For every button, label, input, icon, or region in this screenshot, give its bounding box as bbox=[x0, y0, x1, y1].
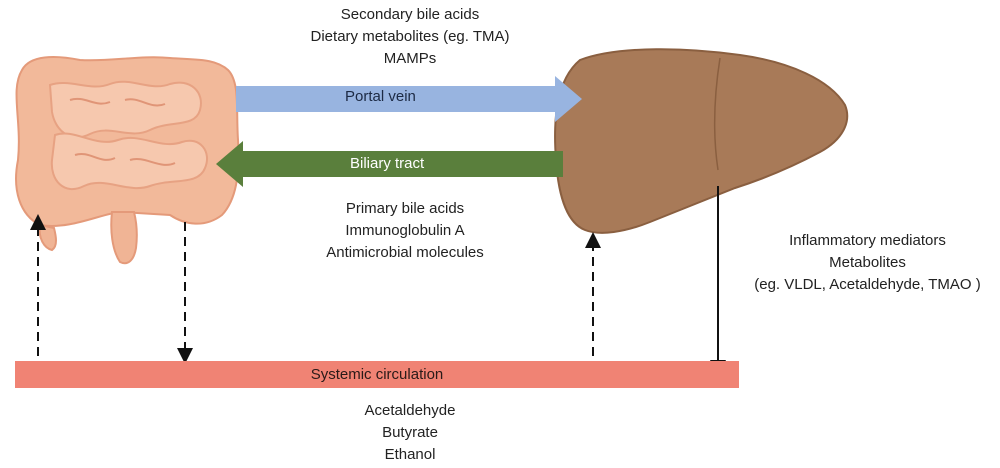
liver-to-gut-labels: Primary bile acids Immunoglobulin A Anti… bbox=[280, 198, 530, 264]
liver-to-gut-item: Primary bile acids bbox=[345, 200, 465, 217]
liver-to-gut-item: Antimicrobial molecules bbox=[326, 244, 484, 261]
liver-to-systemic-item: Inflammatory mediators bbox=[789, 232, 946, 249]
liver-to-systemic-item: Metabolites bbox=[829, 254, 906, 271]
systemic-metabolite-item: Ethanol bbox=[384, 446, 436, 463]
liver-to-gut-item: Immunoglobulin A bbox=[345, 222, 465, 239]
portal-vein-label: Portal vein bbox=[345, 88, 416, 105]
intestine-illustration bbox=[15, 56, 240, 265]
liver-to-systemic-labels: Inflammatory mediators Metabolites (eg. … bbox=[745, 230, 990, 296]
systemic-circulation-bar: Systemic circulation bbox=[15, 361, 739, 388]
gut-to-liver-labels: Secondary bile acids Dietary metabolites… bbox=[300, 4, 520, 70]
systemic-circulation-label: Systemic circulation bbox=[310, 366, 444, 383]
biliary-tract-arrow bbox=[216, 141, 563, 187]
portal-vein-arrow bbox=[236, 76, 582, 122]
systemic-metabolite-item: Butyrate bbox=[382, 424, 438, 441]
gut-to-liver-item: MAMPs bbox=[383, 50, 437, 67]
gut-to-liver-item: Dietary metabolites (eg. TMA) bbox=[310, 28, 510, 45]
gut-to-liver-item: Secondary bile acids bbox=[340, 6, 480, 23]
systemic-metabolites-labels: Acetaldehyde Butyrate Ethanol bbox=[300, 400, 520, 466]
liver-illustration bbox=[554, 48, 849, 234]
biliary-tract-label: Biliary tract bbox=[350, 155, 425, 172]
liver-to-systemic-item: (eg. VLDL, Acetaldehyde, TMAO ) bbox=[754, 276, 981, 293]
systemic-metabolite-item: Acetaldehyde bbox=[364, 402, 456, 419]
